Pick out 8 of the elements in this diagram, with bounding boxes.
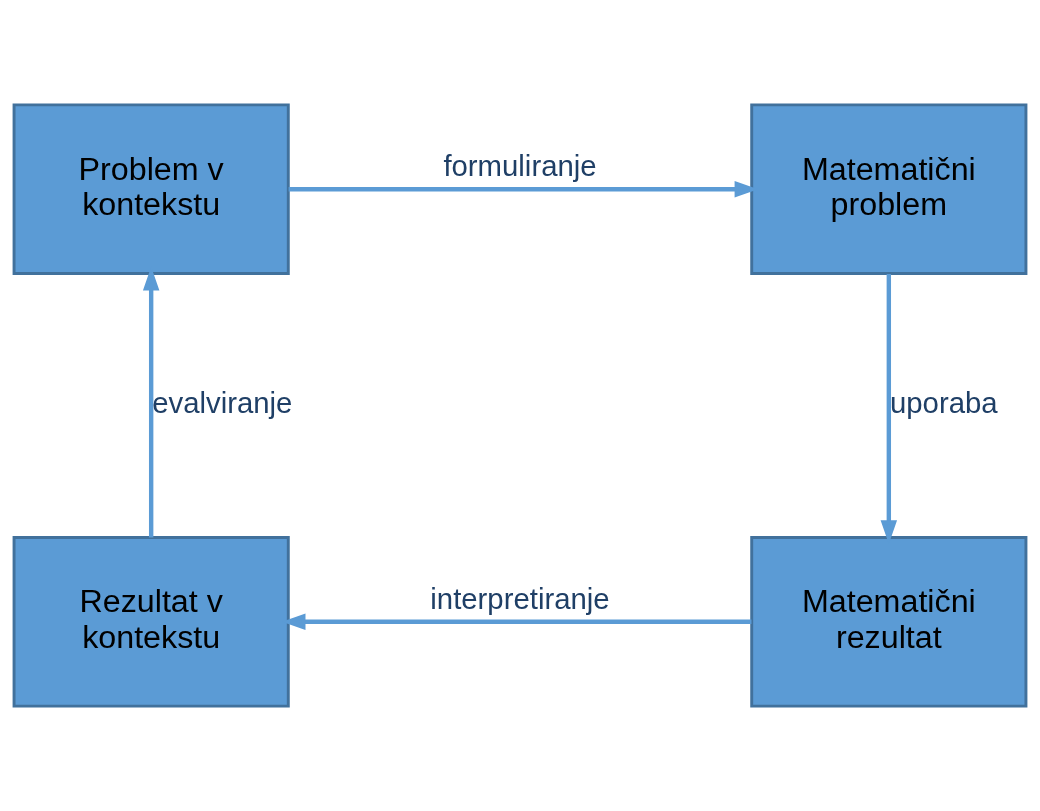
- edge-label: uporaba: [890, 385, 998, 419]
- node-box: Rezultat v kontekstu: [12, 536, 290, 708]
- edge-label: interpretiranje: [430, 581, 610, 615]
- node-box: Matematični problem: [750, 103, 1028, 275]
- edge-label: evalviranje: [152, 385, 293, 419]
- edge-label: formuliranje: [443, 148, 597, 182]
- node-box: Problem v kontekstu: [12, 103, 290, 275]
- node-box: Matematični rezultat: [750, 536, 1028, 708]
